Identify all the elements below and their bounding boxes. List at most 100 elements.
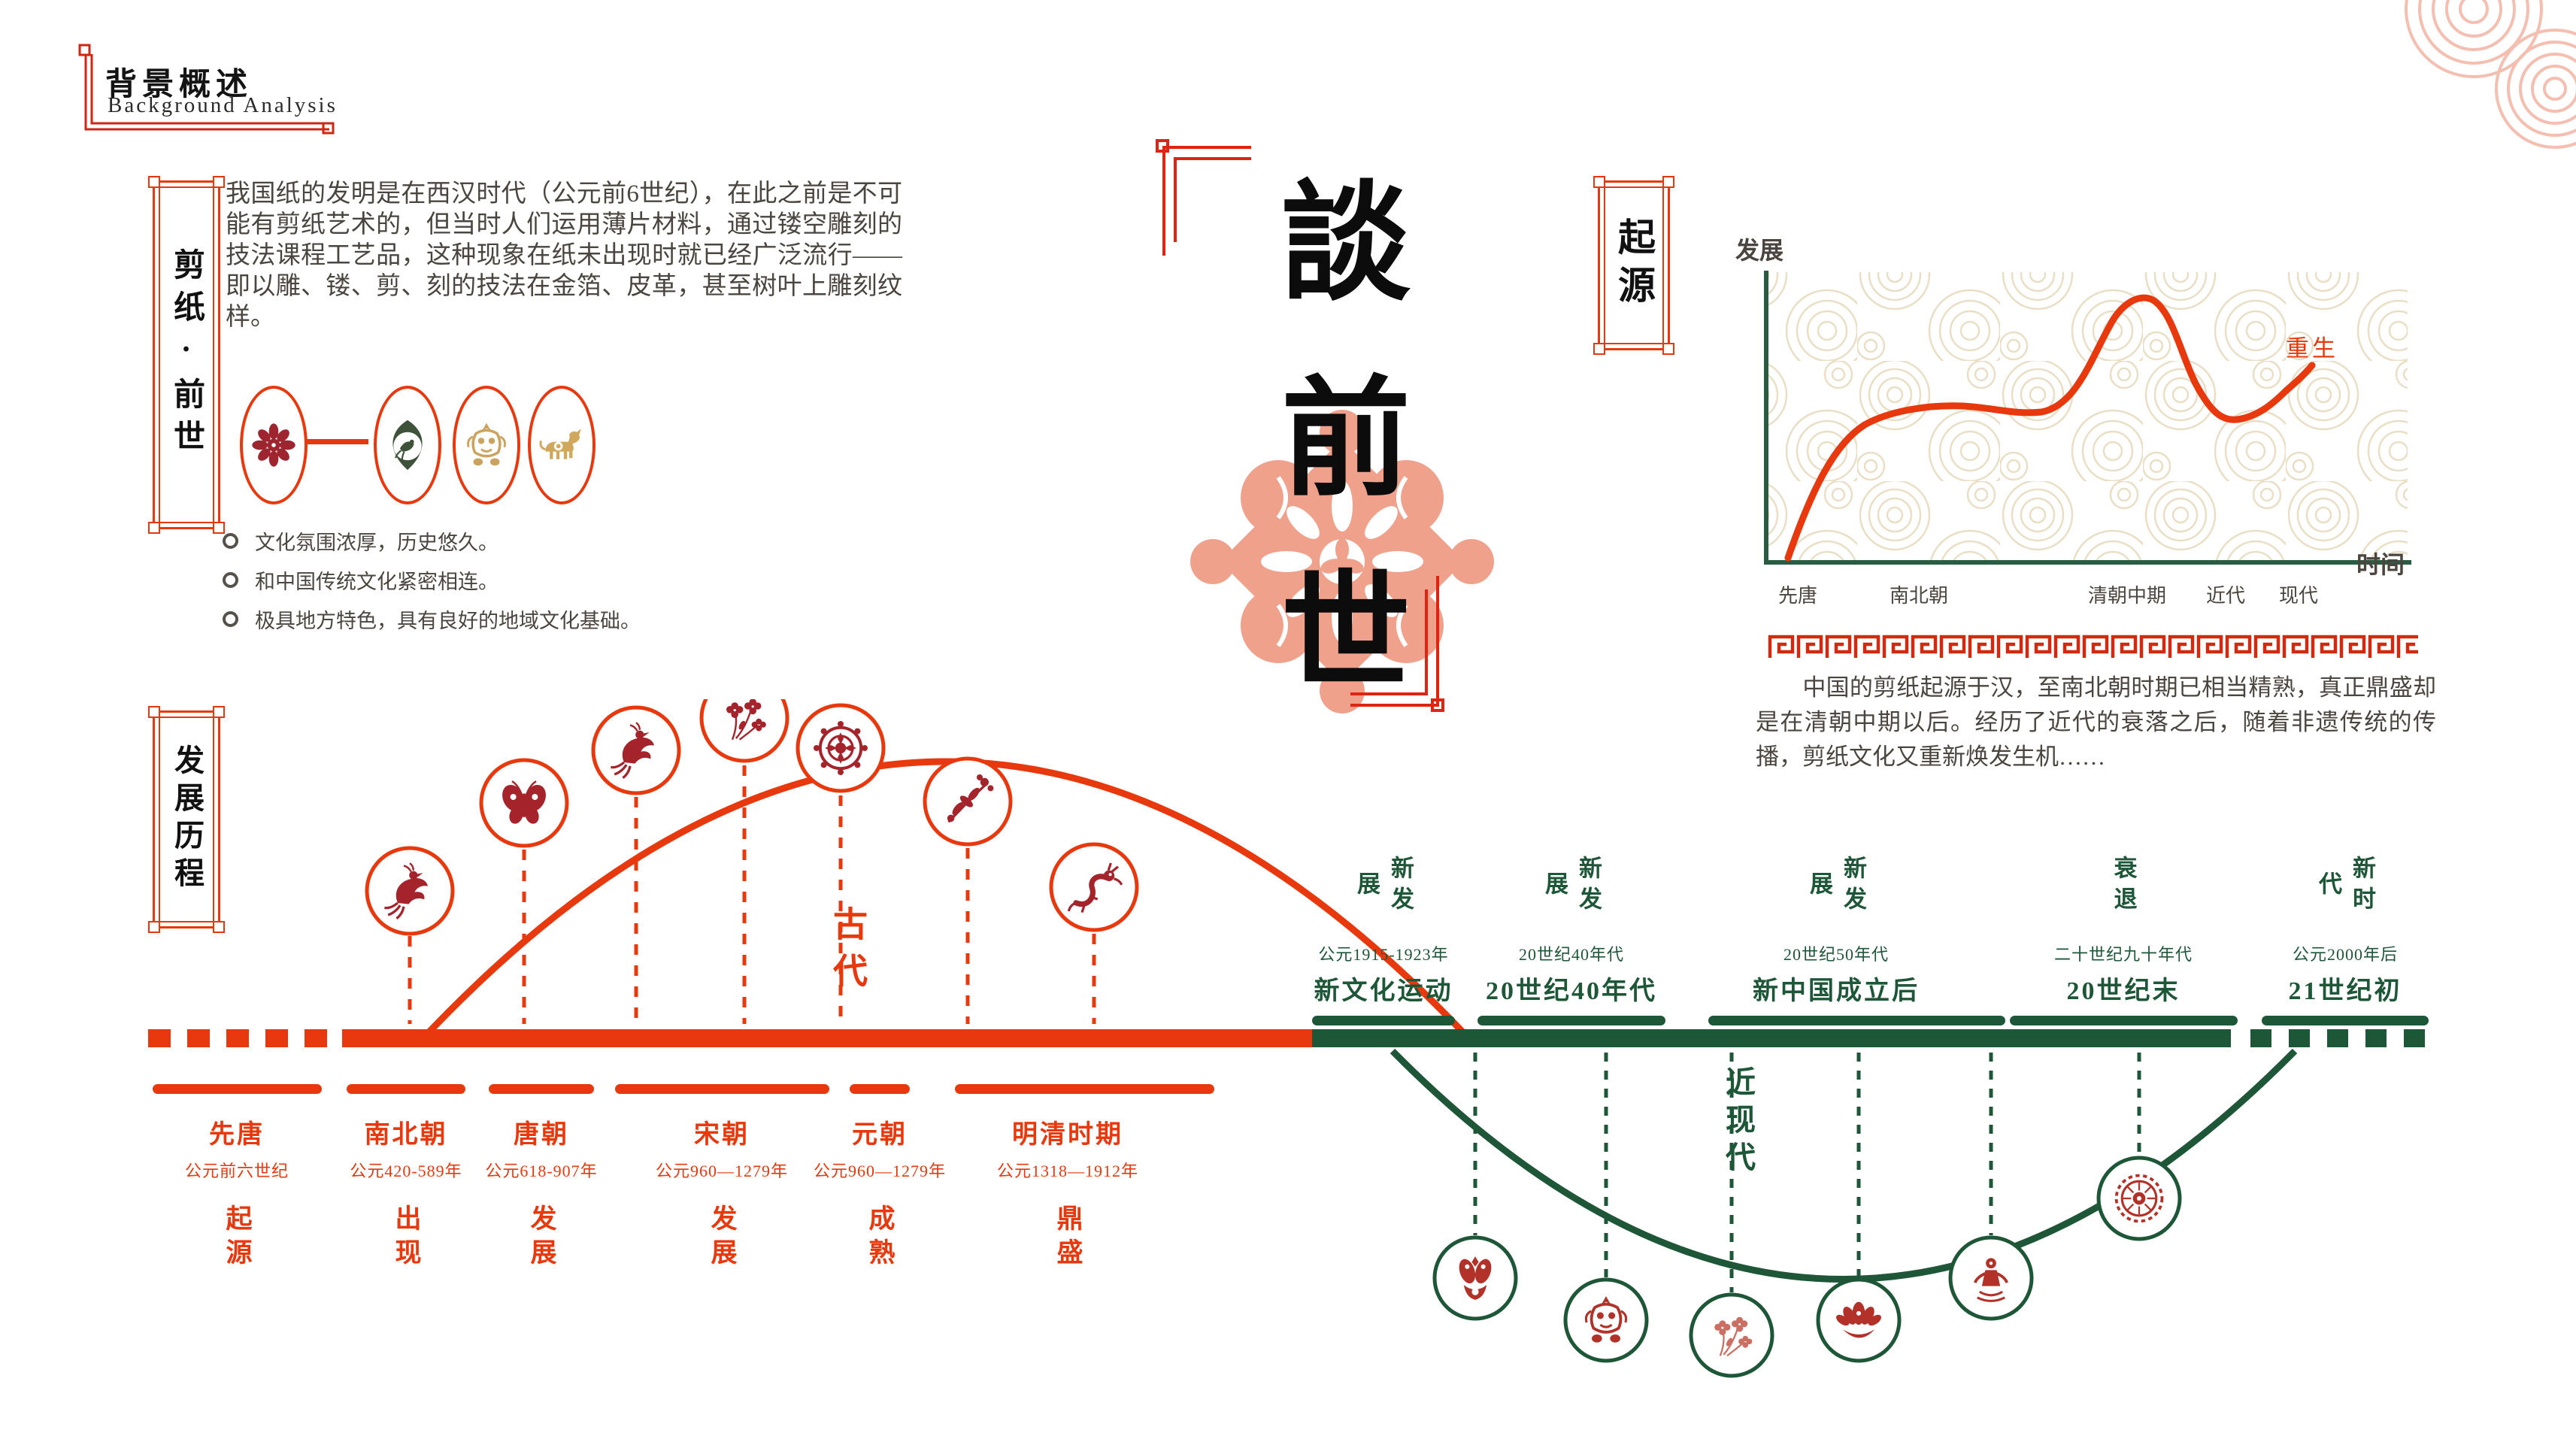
chart-tick: 先唐 bbox=[1777, 585, 1817, 607]
period-date: 二十世纪九十年代 bbox=[2053, 945, 2193, 964]
header-frame bbox=[78, 44, 335, 135]
medallion-gold-ox bbox=[528, 386, 596, 504]
period-date: 20世纪40年代 bbox=[1518, 945, 1624, 964]
period-date: 公元420-589年 bbox=[350, 1162, 462, 1180]
title-corner-brackets-icon bbox=[1156, 139, 1444, 712]
period-name: 元朝 bbox=[852, 1121, 908, 1149]
chart-tick: 近代 bbox=[2205, 585, 2245, 607]
timeline-period-ancient: 宋朝 公元960—1279年 发展 bbox=[609, 1084, 835, 1280]
period-segment bbox=[614, 1084, 829, 1094]
timeline-period-ancient: 先唐 公元前六世纪 起源 bbox=[124, 1084, 350, 1280]
page-subtitle: Background Analysis bbox=[108, 93, 338, 117]
main-title-char: 前 bbox=[1281, 369, 1411, 512]
bullet-icon bbox=[223, 533, 238, 549]
period-date: 公元960—1279年 bbox=[813, 1162, 946, 1180]
bullet-text: 文化氛围浓厚，历史悠久。 bbox=[255, 532, 499, 554]
chart-ylabel: 发展 bbox=[1735, 237, 1784, 264]
modern-arc-label: 近现代 bbox=[1721, 1066, 1755, 1179]
medallion-red-flower bbox=[240, 386, 308, 504]
period-segment bbox=[955, 1084, 1214, 1094]
period-name: 20世纪40年代 bbox=[1486, 977, 1657, 1005]
period-stage: 发展 bbox=[707, 1204, 737, 1272]
section-box-history: 发展历程 bbox=[148, 706, 225, 933]
medallion-leaf-rooster bbox=[374, 386, 441, 504]
period-name: 宋朝 bbox=[694, 1121, 750, 1149]
section-box-label: 起源 bbox=[1613, 217, 1655, 314]
period-name: 明清时期 bbox=[1012, 1121, 1123, 1149]
timeline-period-ancient: 南北朝 公元420-589年 出现 bbox=[293, 1084, 519, 1280]
timeline-period-ancient: 明清时期 公元1318—1912年 鼎盛 bbox=[955, 1084, 1214, 1280]
chart-tick: 南北朝 bbox=[1889, 585, 1948, 607]
period-segment bbox=[2262, 1016, 2429, 1025]
period-date: 公元960—1279年 bbox=[655, 1162, 788, 1180]
period-segment bbox=[1477, 1016, 1665, 1025]
period-name: 南北朝 bbox=[364, 1121, 448, 1149]
period-date: 20世纪50年代 bbox=[1783, 945, 1889, 964]
period-segment bbox=[347, 1084, 465, 1094]
period-stage: 鼎盛 bbox=[1053, 1204, 1083, 1272]
medallion-gold-mask bbox=[453, 386, 520, 504]
section-box-label: 发展历程 bbox=[170, 744, 204, 895]
main-title-char: 談 bbox=[1281, 174, 1411, 317]
period-name: 新中国成立后 bbox=[1753, 977, 1920, 1005]
intro-paragraph: 我国纸的发明是在西汉时代（公元前6世纪），在此之前是不可能有剪纸艺术的，但当时人… bbox=[226, 180, 902, 331]
timeline-period-modern: 衰退 二十世纪九十年代 20世纪末 bbox=[1996, 841, 2251, 1025]
timeline-period-ancient: 元朝 公元960—1279年 成熟 bbox=[767, 1084, 993, 1280]
chart-annotation: 重生 bbox=[2286, 335, 2338, 362]
timeline-period-modern: 新时代 公元2000年后 21世纪初 bbox=[2217, 841, 2473, 1025]
chart-tick: 清朝中期 bbox=[2087, 585, 2166, 607]
period-stage: 衰退 bbox=[2110, 856, 2137, 917]
ancient-arc-label: 古代 bbox=[829, 906, 867, 999]
period-name: 21世纪初 bbox=[2288, 977, 2402, 1005]
timeline-period-ancient: 唐朝 公元618-907年 发展 bbox=[429, 1084, 654, 1280]
period-segment bbox=[1312, 1016, 1455, 1025]
section-box-papercut-past: 剪纸·前世 bbox=[148, 176, 225, 534]
period-name: 20世纪末 bbox=[2066, 977, 2181, 1005]
period-date: 公元1915-1923年 bbox=[1318, 945, 1449, 964]
timeline-period-modern: 新发展 20世纪50年代 新中国成立后 bbox=[1708, 841, 2005, 1025]
pink-rings-corner-icon bbox=[2405, 0, 2576, 149]
bullet-text: 和中国传统文化紧密相连。 bbox=[255, 571, 499, 593]
period-date: 公元1318—1912年 bbox=[996, 1162, 1138, 1180]
period-stage: 新发展 bbox=[1353, 856, 1414, 917]
section-box-label: 剪纸·前世 bbox=[168, 248, 204, 462]
timeline-period-modern: 新发展 公元1915-1923年 新文化运动 bbox=[1256, 841, 1511, 1025]
modern-timeline-bar bbox=[1312, 1029, 2231, 1047]
meander-border-icon bbox=[1767, 634, 2418, 659]
period-stage: 成熟 bbox=[865, 1204, 895, 1272]
period-stage: 新发展 bbox=[1806, 856, 1866, 917]
page-title: 背景概述 bbox=[105, 68, 253, 102]
period-stage: 起源 bbox=[222, 1204, 252, 1272]
bullet-icon bbox=[223, 572, 238, 588]
period-name: 先唐 bbox=[209, 1121, 265, 1149]
chart-tick: 现代 bbox=[2278, 585, 2318, 607]
period-segment bbox=[152, 1084, 322, 1094]
period-stage: 新时代 bbox=[2315, 856, 2375, 917]
bullet-item: 和中国传统文化紧密相连。 bbox=[223, 565, 499, 595]
title-flower-icon bbox=[1190, 410, 1494, 713]
period-segment bbox=[489, 1084, 594, 1094]
bullet-icon bbox=[223, 611, 238, 627]
timeline-period-modern: 新发展 20世纪40年代 20世纪40年代 bbox=[1444, 841, 1699, 1025]
period-name: 唐朝 bbox=[514, 1121, 569, 1149]
period-date: 公元618-907年 bbox=[485, 1162, 598, 1180]
main-title-char: 世 bbox=[1281, 563, 1411, 706]
period-stage: 发展 bbox=[526, 1204, 556, 1272]
origin-paragraph: 中国的剪纸起源于汉，至南北朝时期已相当精熟，真正鼎盛却是在清朝中期以后。经历了近… bbox=[1756, 674, 2436, 770]
chart-xlabel: 时间 bbox=[2356, 551, 2405, 578]
development-curve-chart bbox=[1764, 271, 2411, 565]
period-segment bbox=[2009, 1016, 2238, 1025]
period-stage: 出现 bbox=[391, 1204, 421, 1272]
ancient-timeline-bar bbox=[342, 1029, 1312, 1047]
section-box-origin: 起源 bbox=[1593, 176, 1674, 355]
period-name: 新文化运动 bbox=[1314, 977, 1453, 1005]
bullet-text: 极具地方特色，具有良好的地域文化基础。 bbox=[255, 610, 641, 632]
bullet-item: 极具地方特色，具有良好的地域文化基础。 bbox=[223, 604, 641, 634]
timeline-graphic bbox=[148, 699, 2425, 1378]
bullet-item: 文化氛围浓厚，历史悠久。 bbox=[223, 526, 499, 556]
period-date: 公元前六世纪 bbox=[184, 1162, 289, 1180]
ancient-arc bbox=[417, 758, 1475, 1045]
period-date: 公元2000年后 bbox=[2292, 945, 2398, 964]
period-segment bbox=[850, 1084, 910, 1094]
